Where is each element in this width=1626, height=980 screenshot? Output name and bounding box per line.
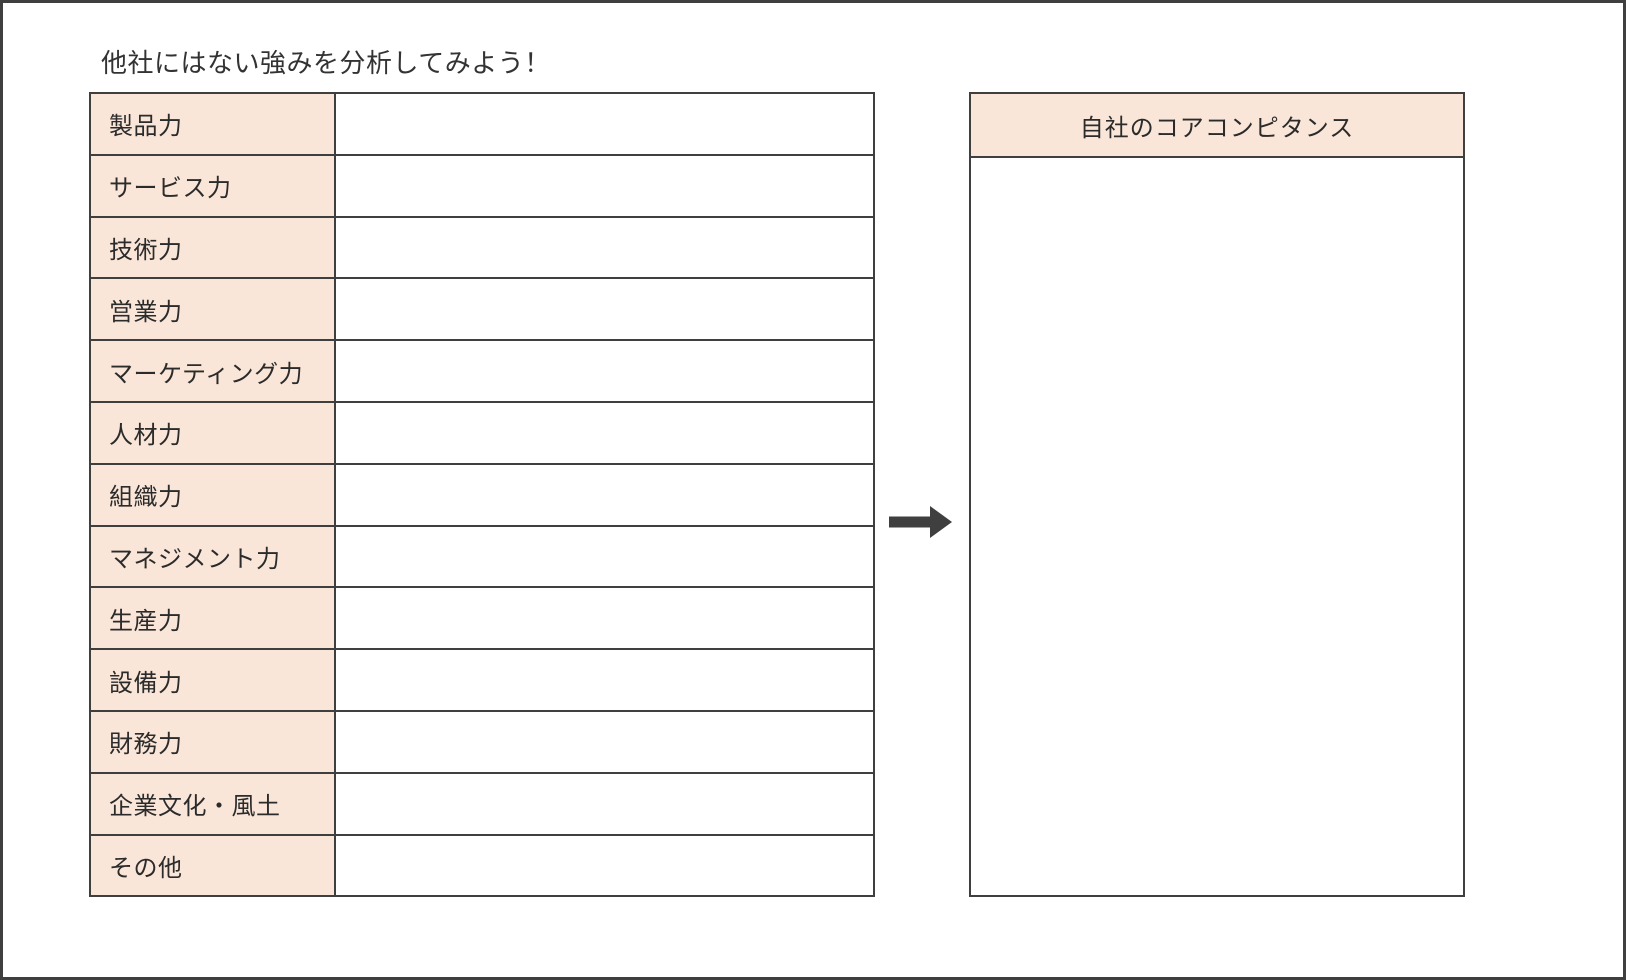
strength-table-body: 製品力 サービス力 技術力 営業力 マーケティング力 人材力 bbox=[89, 92, 875, 898]
strength-input-other[interactable] bbox=[334, 833, 875, 898]
strength-label-other: その他 bbox=[89, 833, 336, 898]
strength-input-marketing[interactable] bbox=[334, 339, 875, 403]
table-row: サービス力 bbox=[89, 153, 875, 218]
strength-label-technology: 技術力 bbox=[89, 215, 336, 280]
strength-input-sales[interactable] bbox=[334, 277, 875, 342]
table-row: マーケティング力 bbox=[89, 339, 875, 403]
strength-analysis-table: 製品力 サービス力 技術力 営業力 マーケティング力 人材力 bbox=[89, 92, 875, 898]
table-row: 営業力 bbox=[89, 277, 875, 342]
core-competence-input[interactable] bbox=[971, 158, 1463, 895]
strength-input-technology[interactable] bbox=[334, 215, 875, 280]
strength-label-corporate-culture: 企業文化・風土 bbox=[89, 771, 336, 836]
strength-label-organization: 組織力 bbox=[89, 462, 336, 527]
core-competence-header: 自社のコアコンピタンス bbox=[971, 94, 1463, 158]
strength-label-production: 生産力 bbox=[89, 586, 336, 651]
strength-label-service: サービス力 bbox=[89, 153, 336, 218]
strength-input-organization[interactable] bbox=[334, 462, 875, 527]
table-row: その他 bbox=[89, 833, 875, 898]
strength-input-product[interactable] bbox=[334, 92, 875, 156]
table-row: マネジメント力 bbox=[89, 524, 875, 589]
strength-input-finance[interactable] bbox=[334, 709, 875, 774]
strength-label-finance: 財務力 bbox=[89, 709, 336, 774]
table-row: 企業文化・風土 bbox=[89, 771, 875, 836]
table-row: 人材力 bbox=[89, 400, 875, 465]
strength-label-management: マネジメント力 bbox=[89, 524, 336, 589]
arrow-right-icon bbox=[889, 506, 952, 538]
strength-input-service[interactable] bbox=[334, 153, 875, 218]
strength-input-equipment[interactable] bbox=[334, 648, 875, 712]
strength-label-sales: 営業力 bbox=[89, 277, 336, 342]
page-title: 他社にはない強みを分析してみよう！ bbox=[101, 49, 551, 79]
table-row: 生産力 bbox=[89, 586, 875, 651]
strength-label-human-resources: 人材力 bbox=[89, 400, 336, 465]
strength-label-marketing: マーケティング力 bbox=[89, 339, 336, 403]
strength-label-equipment: 設備力 bbox=[89, 648, 336, 712]
table-row: 組織力 bbox=[89, 462, 875, 527]
strength-label-product: 製品力 bbox=[89, 92, 336, 156]
table-row: 財務力 bbox=[89, 709, 875, 774]
table-row: 技術力 bbox=[89, 215, 875, 280]
strength-input-production[interactable] bbox=[334, 586, 875, 651]
table-row: 設備力 bbox=[89, 648, 875, 712]
core-competence-panel: 自社のコアコンピタンス bbox=[969, 92, 1465, 897]
strength-input-corporate-culture[interactable] bbox=[334, 771, 875, 836]
strength-input-human-resources[interactable] bbox=[334, 400, 875, 465]
strength-input-management[interactable] bbox=[334, 524, 875, 589]
table-row: 製品力 bbox=[89, 92, 875, 156]
